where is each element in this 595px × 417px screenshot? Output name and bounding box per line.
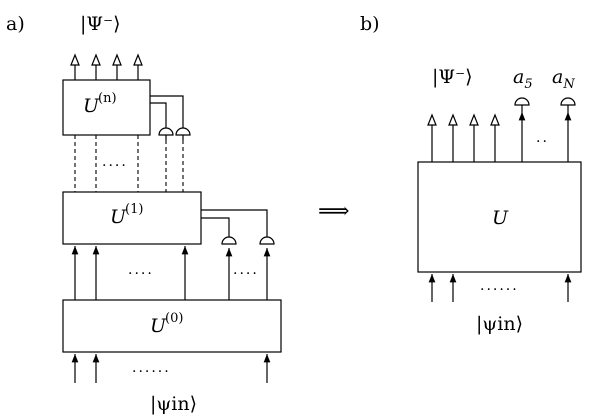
open-arrowhead-icon bbox=[112, 53, 122, 66]
panel-b-input-dots: ...... bbox=[480, 278, 519, 294]
gate-u-1-label: U bbox=[110, 206, 127, 228]
detector-label-an: aN bbox=[552, 66, 575, 92]
panel-b-detector-wires bbox=[514, 97, 576, 162]
u-1-measurement-wires bbox=[201, 209, 275, 300]
open-arrowhead-icon bbox=[427, 113, 437, 126]
u0-u1-arrows bbox=[71, 246, 189, 300]
gate-u-1-superscript: (1) bbox=[125, 202, 143, 217]
panel-b-detector-dots: .. bbox=[536, 130, 549, 146]
detector-icon bbox=[221, 236, 237, 245]
panel-a: a) |Ψ⁻⟩ U (n) bbox=[6, 13, 282, 415]
implies-arrow: ⟹ bbox=[318, 199, 350, 224]
gate-u-0 bbox=[62, 299, 282, 353]
gate-u-n-superscript: (n) bbox=[98, 91, 117, 106]
panel-a-input-arrows bbox=[71, 354, 271, 383]
detector-icon bbox=[560, 97, 576, 106]
detector-icon bbox=[259, 236, 275, 245]
panel-b-output-state: |Ψ⁻⟩ bbox=[432, 66, 473, 88]
open-arrowhead-icon bbox=[91, 53, 101, 66]
gate-u-1 bbox=[62, 191, 202, 245]
open-arrowhead-icon bbox=[469, 113, 479, 126]
panel-b-input-arrows bbox=[428, 274, 572, 302]
detector-label-a5: a5 bbox=[513, 66, 533, 92]
wire-dots: .... bbox=[102, 154, 128, 170]
detector-icon bbox=[514, 97, 530, 106]
gate-u-0-superscript: (0) bbox=[165, 311, 183, 326]
panel-a-input-state: |ψin⟩ bbox=[150, 393, 197, 415]
panel-b-input-state: |ψin⟩ bbox=[476, 313, 523, 335]
panel-a-output-arrows bbox=[70, 53, 143, 80]
u0-u1-dots: .... bbox=[128, 262, 154, 278]
input-dots: ...... bbox=[132, 360, 171, 376]
open-arrowhead-icon bbox=[448, 113, 458, 126]
gate-u-label: U bbox=[492, 207, 509, 229]
detector-icon bbox=[158, 127, 174, 136]
open-arrowhead-icon bbox=[133, 53, 143, 66]
u-n-measurement-wires bbox=[150, 95, 191, 140]
panel-b-output-arrows bbox=[427, 113, 500, 162]
gate-u-0-label: U bbox=[150, 315, 167, 337]
panel-a-label: a) bbox=[6, 13, 25, 35]
detector-wire-dots: .... bbox=[233, 262, 259, 278]
gate-u-n-label: U bbox=[83, 95, 100, 117]
panel-b: b) |Ψ⁻⟩ a5 aN .. bbox=[360, 13, 582, 335]
detector-icon bbox=[175, 127, 191, 136]
gate-u bbox=[417, 161, 582, 273]
gate-u-n bbox=[62, 79, 151, 136]
dashed-wires bbox=[74, 135, 184, 192]
open-arrowhead-icon bbox=[70, 53, 80, 66]
open-arrowhead-icon bbox=[490, 113, 500, 126]
panel-a-output-state: |Ψ⁻⟩ bbox=[80, 13, 121, 35]
panel-b-label: b) bbox=[360, 13, 380, 35]
